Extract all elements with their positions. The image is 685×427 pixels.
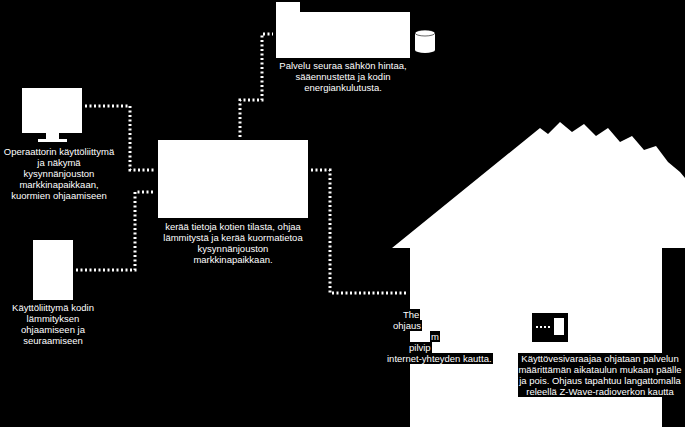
monitor-stand	[46, 133, 59, 140]
dotted-connector	[76, 192, 155, 270]
tablet: Käyttöliittymä kodin lämmityksen ohjaami…	[0, 238, 110, 348]
node-caption: kerää tietoja kotien tilasta, ohjaa lämm…	[163, 221, 303, 265]
dotted-connector	[311, 170, 407, 293]
database-top	[415, 30, 435, 36]
node-caption: Palvelu seuraa sähkön hintaa, sääennuste…	[268, 60, 418, 93]
radio-link	[536, 326, 552, 328]
relay-cutout	[532, 313, 568, 342]
tablet	[33, 240, 73, 300]
node-anchor	[158, 140, 308, 218]
text-fragment: pilvip	[408, 342, 432, 353]
text-fragment: m	[430, 331, 440, 342]
text-fragment: The	[402, 309, 420, 320]
house: Käyttövesivaraajaa ohjataan palvelun mää…	[385, 110, 685, 427]
relay	[554, 318, 564, 335]
node-caption: Käyttövesivaraajaa ohjataan palvelun mää…	[518, 353, 682, 397]
node-anchor	[22, 88, 82, 133]
monitor: Operaattorin käyttöliittymä ja näkymä ky…	[0, 86, 120, 203]
service-box: kerää tietoja kotien tilasta, ohjaa lämm…	[150, 140, 316, 267]
server-box	[276, 12, 410, 58]
node-anchor	[276, 12, 410, 58]
server-box: Palvelu seuraa sähkön hintaa, sääennuste…	[268, 0, 448, 95]
node-caption: Käyttöliittymä kodin lämmityksen ohjaami…	[3, 302, 103, 346]
monitor-screen	[22, 88, 82, 133]
monitor-base	[38, 139, 67, 142]
house-silhouette	[392, 122, 685, 427]
node-caption: Operaattorin käyttöliittymä ja näkymä ky…	[3, 146, 115, 201]
node-anchor	[33, 240, 73, 300]
text-fragment: ohjaus	[392, 320, 422, 331]
service-box	[158, 140, 308, 218]
text-fragment: internet-yhteyden kautta.	[386, 353, 493, 364]
